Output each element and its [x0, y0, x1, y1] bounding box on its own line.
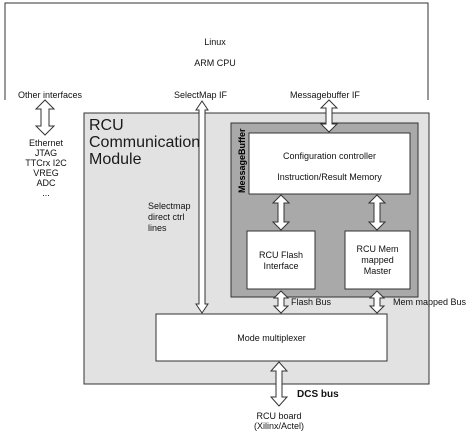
config-controller-label: Configuration controller [282, 151, 377, 161]
list-item: JTAG [34, 148, 58, 158]
arm-cpu-label: ARM CPU [194, 58, 236, 68]
flash-bus-arrow [272, 290, 290, 314]
mem-master-label: RCU Mem mapped Master [345, 244, 410, 277]
rcu-module-title: RCU Communication Module [89, 117, 200, 168]
flash-bus-label: Flash Bus [291, 297, 332, 307]
list-item: Ethernet [28, 138, 64, 148]
mem-master-box [344, 230, 411, 290]
config-controller-box [248, 132, 411, 195]
list-item: ... [42, 188, 50, 198]
flash-interface-box [246, 230, 316, 290]
config-mem-arrow [367, 194, 387, 231]
selectmap-direct-line: lines [148, 223, 167, 233]
selectmap-direct-line: direct ctrl [148, 212, 185, 222]
selectmap-if-label: SelectMap IF [174, 90, 228, 100]
config-flash-arrow [271, 194, 291, 231]
selectmap-direct-line: Selectmap [148, 201, 191, 211]
other-interfaces-arrow [34, 99, 56, 136]
other-interfaces-list: Ethernet JTAG TTCrx I2C VREG ADC ... [20, 138, 72, 198]
mem-master-line: RCU Mem [356, 244, 399, 254]
mode-multiplexer-box [155, 313, 388, 362]
other-interfaces-label: Other interfaces [18, 90, 83, 100]
message-buffer-label: MessageBuffer [237, 128, 247, 193]
rcu-module-title-line: Communication [89, 134, 201, 151]
rcu-board-label: RCU board (Xilinx/Actel) [244, 411, 314, 431]
mem-mapped-bus-arrow [368, 290, 386, 314]
dcs-bus-arrow [269, 361, 289, 407]
linux-label: Linux [204, 37, 226, 47]
flash-interface-label: RCU Flash Interface [247, 250, 315, 272]
linux-box-outline [4, 2, 429, 100]
dcs-bus-label: DCS bus [297, 389, 339, 400]
selectmap-direct-label: Selectmap direct ctrl lines [148, 201, 191, 234]
selectmap-arrow [195, 100, 209, 314]
mode-multiplexer-label: Mode multiplexer [237, 333, 306, 343]
rcu-board-line: (Xilinx/Actel) [253, 421, 304, 431]
messagebuffer-if-arrow [319, 99, 339, 133]
rcu-module-title-line: RCU [89, 117, 124, 134]
messagebuffer-if-label: Messagebuffer IF [290, 90, 360, 100]
flash-interface-line: RCU Flash [258, 250, 303, 260]
mem-mapped-bus-label: Mem mapped Bus [393, 297, 467, 307]
mem-master-line: mapped [361, 255, 394, 265]
rcu-board-line: RCU board [256, 411, 302, 421]
list-item: TTCrx I2C [25, 158, 67, 168]
flash-interface-line: Interface [263, 261, 299, 271]
rcu-module-title-line: Module [89, 151, 142, 168]
list-item: VREG [33, 168, 59, 178]
mem-master-line: Master [363, 266, 392, 276]
instruction-memory-label: Instruction/Result Memory [277, 172, 382, 182]
list-item: ADC [36, 178, 56, 188]
